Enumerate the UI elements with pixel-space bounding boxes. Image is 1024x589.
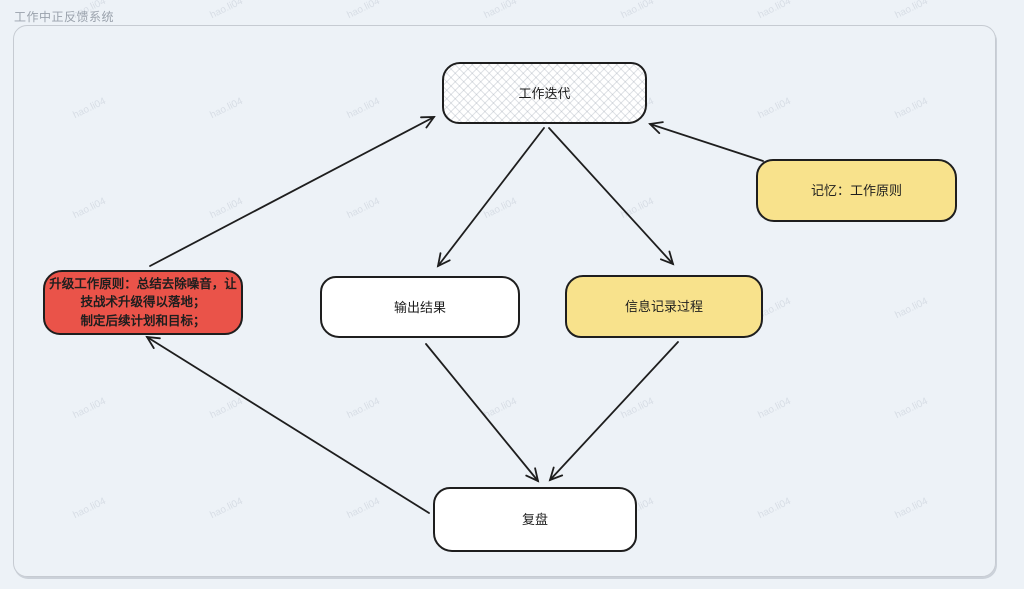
arrowhead-icon	[660, 250, 675, 266]
arrowhead-icon	[436, 252, 451, 268]
edge-memory-iteration[interactable]	[648, 121, 764, 162]
node-memory-work-principles[interactable]: 记忆：工作原则	[756, 159, 957, 222]
frame-border	[13, 25, 996, 577]
node-review[interactable]: 复盘	[433, 487, 637, 552]
node-upgrade-work-principles[interactable]: 升级工作原则：总结去除噪音，让 技战术升级得以落地； 制定后续计划和目标；	[43, 270, 243, 335]
arrowhead-icon	[525, 467, 540, 483]
node-work-iteration[interactable]: 工作迭代	[442, 62, 647, 124]
edge-info-review[interactable]	[548, 341, 679, 482]
arrowhead-icon	[548, 466, 564, 482]
arrowhead-icon	[145, 335, 161, 349]
arrowhead-icon	[420, 116, 436, 129]
arrowhead-icon	[648, 121, 664, 134]
edge-iteration-output[interactable]	[436, 127, 545, 268]
node-output-results[interactable]: 输出结果	[320, 276, 520, 338]
node-info-recording-process[interactable]: 信息记录过程	[565, 275, 763, 338]
edge-review-upgrade[interactable]	[145, 335, 430, 514]
edge-iteration-info[interactable]	[548, 127, 675, 266]
edge-upgrade-iteration[interactable]	[149, 116, 436, 267]
frame-title: 工作中正反馈系统	[14, 10, 115, 24]
edge-output-review[interactable]	[425, 343, 540, 483]
